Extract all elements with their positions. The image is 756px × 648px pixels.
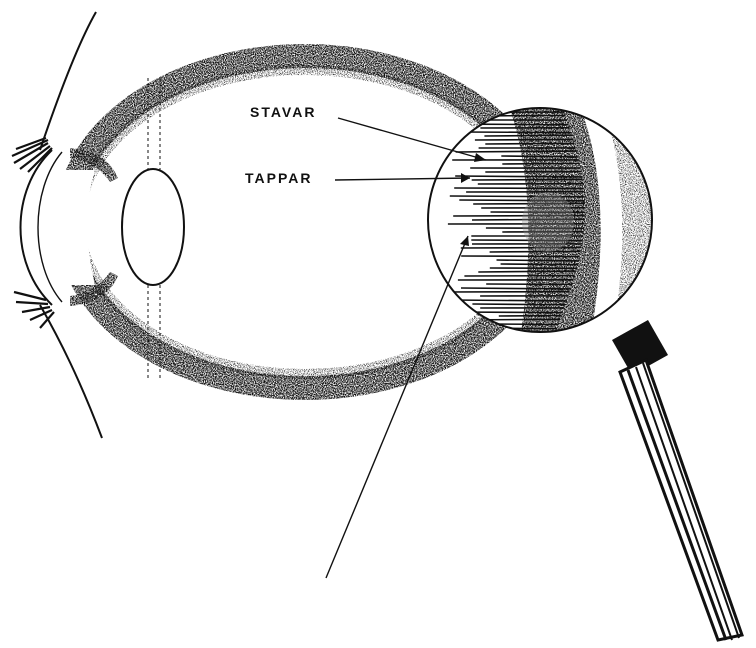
photoreceptor-line (478, 271, 576, 272)
cones-label: TAPPAR (245, 170, 312, 186)
lower-eyelid (40, 305, 102, 438)
eye-lens (122, 169, 184, 285)
photoreceptor-line (497, 260, 579, 261)
cornea (21, 150, 53, 305)
photoreceptor-line (490, 251, 581, 252)
photoreceptor-line (461, 256, 580, 257)
photoreceptor-line (450, 124, 569, 125)
photoreceptor-line (475, 139, 574, 140)
photoreceptor-line (450, 300, 567, 301)
rods-label: STAVAR (250, 104, 316, 120)
photoreceptor-line (454, 188, 584, 189)
pointer-line (326, 236, 468, 578)
photoreceptor-line (472, 304, 565, 305)
photoreceptor-line (484, 135, 572, 136)
photoreceptor-line (472, 179, 583, 180)
photoreceptor-line (501, 264, 578, 265)
photoreceptor-line (456, 151, 577, 152)
photoreceptor-line (462, 132, 571, 133)
photoreceptor-line (485, 143, 574, 144)
photoreceptor-line (453, 312, 563, 313)
photoreceptor-line (450, 196, 585, 197)
magnifier-handle (612, 320, 742, 640)
lower-eyelashes (14, 292, 54, 328)
photoreceptor-line (501, 156, 578, 157)
photoreceptor-line (447, 319, 561, 320)
photoreceptor-line (502, 163, 580, 164)
photoreceptor-line (455, 176, 582, 177)
photoreceptor-line (461, 247, 582, 248)
photoreceptor-line (461, 288, 571, 289)
upper-eyelid (40, 12, 96, 150)
